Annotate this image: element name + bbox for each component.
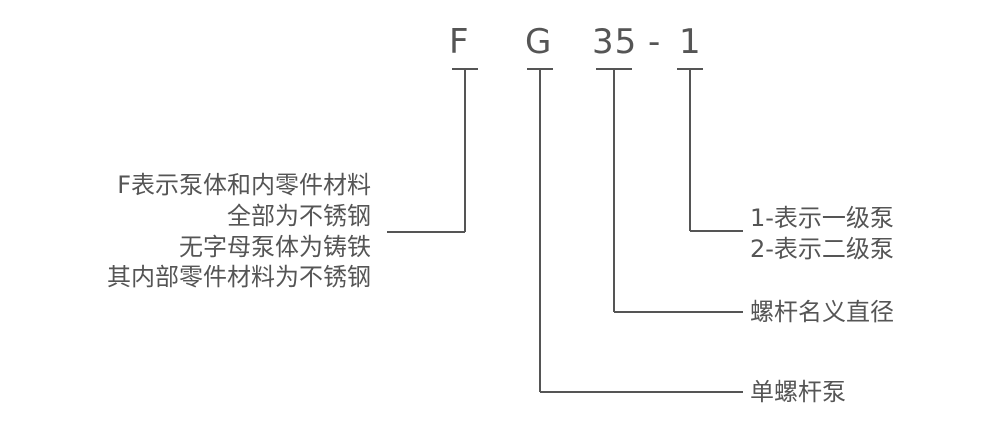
- code-segment-35: 35: [592, 22, 638, 62]
- diameter-description: 螺杆名义直径: [750, 298, 894, 326]
- code-segment-1: 1: [679, 22, 702, 62]
- code-segment-g: G: [525, 22, 553, 62]
- stage-description-line-2: 2-表示二级泵: [750, 235, 894, 263]
- pump-type-description: 单螺杆泵: [750, 378, 846, 406]
- f-description-line-2: 全部为不锈钢: [227, 202, 371, 230]
- code-dash: -: [648, 22, 662, 62]
- f-description-line-3: 无字母泵体为铸铁: [179, 233, 371, 261]
- f-description-line-1: F表示泵体和内零件材料: [117, 171, 371, 199]
- stage-description-line-1: 1-表示一级泵: [750, 204, 894, 232]
- code-segment-f: F: [449, 22, 470, 62]
- f-description-line-4: 其内部零件材料为不锈钢: [107, 263, 371, 291]
